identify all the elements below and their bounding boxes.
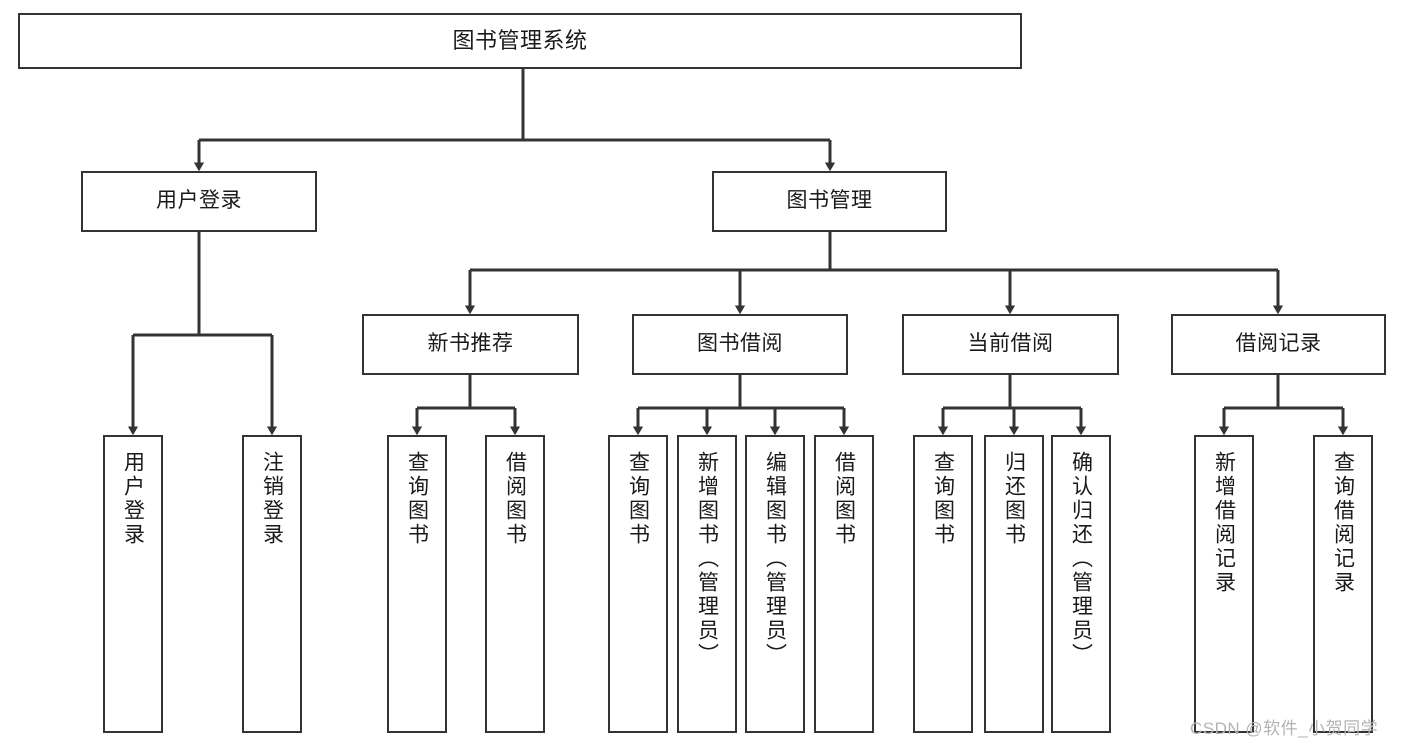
node-user-login-label: 用户登录 (156, 189, 242, 213)
node-current-borrow-label: 当前借阅 (967, 332, 1054, 356)
node-root-label: 图书管理系统 (452, 28, 588, 54)
node-leaf-label: 借阅图书 (503, 451, 527, 547)
node-leaf-label: 查询图书 (626, 451, 650, 547)
node-leaf-label: 查询图书 (405, 451, 429, 547)
node-leaf-label: 新增借阅记录 (1212, 451, 1236, 595)
node-leaf[interactable]: 编辑图书（管理员） (745, 435, 805, 733)
node-user-login[interactable]: 用户登录 (81, 171, 317, 232)
node-book-borrow[interactable]: 图书借阅 (632, 314, 848, 375)
node-leaf[interactable]: 查询图书 (608, 435, 668, 733)
node-leaf[interactable]: 新增图书（管理员） (677, 435, 737, 733)
node-leaf[interactable]: 确认归还（管理员） (1051, 435, 1111, 733)
node-leaf-label: 借阅图书 (832, 451, 856, 547)
node-leaf[interactable]: 查询图书 (913, 435, 973, 733)
node-leaf[interactable]: 归还图书 (984, 435, 1044, 733)
node-new-book-recommend-label: 新书推荐 (427, 332, 514, 356)
node-leaf[interactable]: 用户登录 (103, 435, 163, 733)
node-leaf-label: 新增图书（管理员） (695, 451, 719, 667)
node-leaf-label: 确认归还（管理员） (1069, 451, 1093, 667)
node-leaf-label: 注销登录 (260, 451, 284, 547)
node-leaf-label: 用户登录 (121, 451, 145, 547)
node-borrow-record[interactable]: 借阅记录 (1171, 314, 1386, 375)
node-leaf[interactable]: 查询借阅记录 (1313, 435, 1373, 733)
node-new-book-recommend[interactable]: 新书推荐 (362, 314, 579, 375)
node-leaf-label: 归还图书 (1002, 451, 1026, 547)
node-leaf-label: 编辑图书（管理员） (763, 451, 787, 667)
node-leaf[interactable]: 查询图书 (387, 435, 447, 733)
node-root[interactable]: 图书管理系统 (18, 13, 1022, 69)
node-borrow-record-label: 借阅记录 (1235, 332, 1322, 356)
node-leaf-label: 查询借阅记录 (1331, 451, 1355, 595)
node-book-management[interactable]: 图书管理 (712, 171, 947, 232)
node-book-borrow-label: 图书借阅 (697, 332, 783, 356)
node-leaf[interactable]: 新增借阅记录 (1194, 435, 1254, 733)
node-leaf[interactable]: 借阅图书 (485, 435, 545, 733)
node-current-borrow[interactable]: 当前借阅 (902, 314, 1119, 375)
node-leaf[interactable]: 注销登录 (242, 435, 302, 733)
node-leaf[interactable]: 借阅图书 (814, 435, 874, 733)
node-leaf-label: 查询图书 (931, 451, 955, 547)
node-book-management-label: 图书管理 (786, 189, 873, 213)
